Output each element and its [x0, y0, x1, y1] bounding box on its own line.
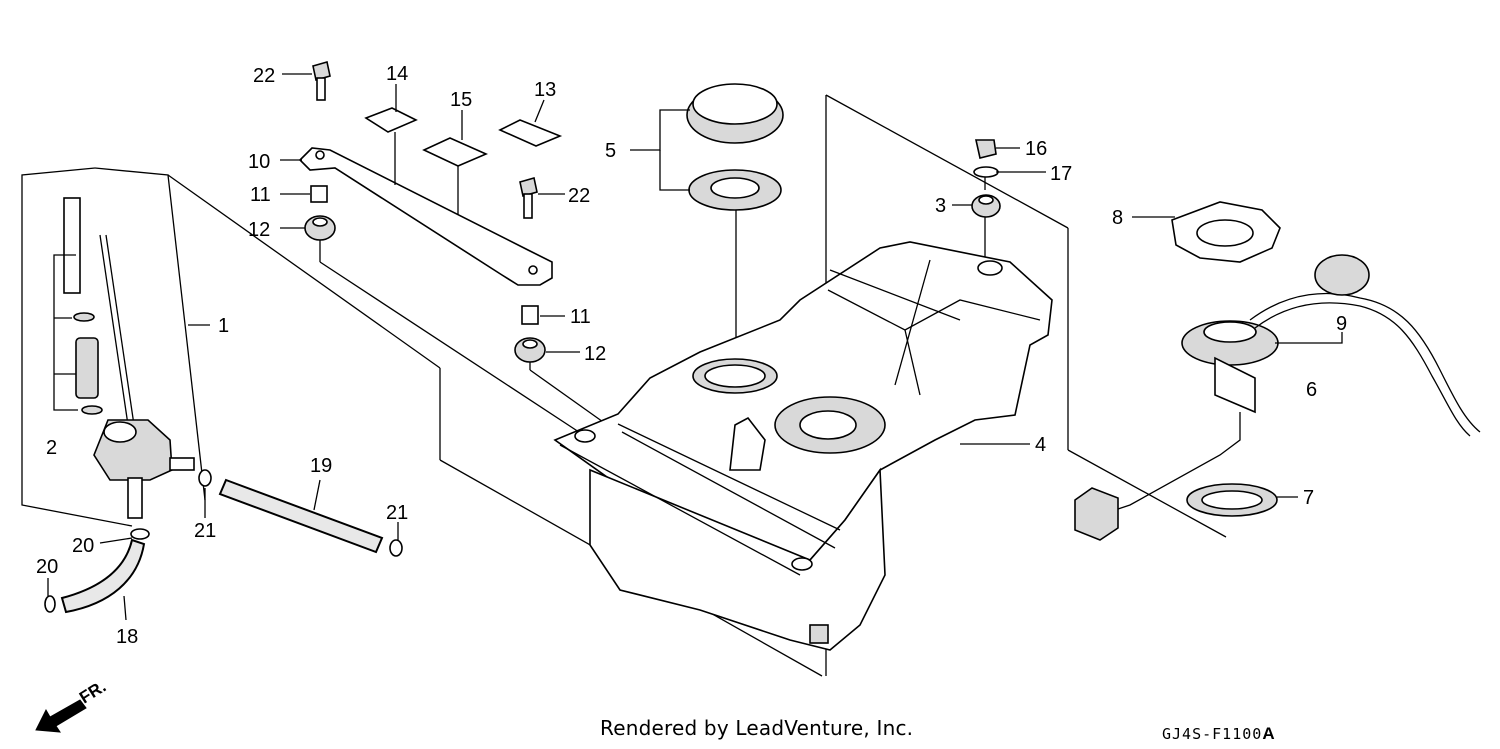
- callout-22-right: 22: [568, 185, 590, 207]
- footer-credit: Rendered by LeadVenture, Inc.: [600, 716, 914, 740]
- gauge-retainer: [1171, 201, 1281, 263]
- callout-16: 16: [1025, 138, 1047, 160]
- nut-washer-rubber: [971, 139, 1001, 218]
- tank-strap: [298, 147, 553, 286]
- fuel-tank: [553, 241, 1053, 651]
- diagram-code-text: GJ4S-F1100: [1162, 725, 1263, 743]
- callout-20-lower: 20: [36, 556, 58, 578]
- callout-leaders: [47, 73, 1343, 621]
- fuel-gauge-unit: [1074, 254, 1481, 541]
- callout-21-left: 21: [194, 520, 216, 542]
- callout-19: 19: [310, 455, 332, 477]
- fuel-hoses: [44, 469, 403, 614]
- callout-8: 8: [1112, 207, 1123, 229]
- callout-17: 17: [1050, 163, 1072, 185]
- fuel-cock: [63, 197, 195, 519]
- callout-9: 9: [1336, 313, 1347, 335]
- callout-15: 15: [450, 89, 472, 111]
- callout-12-left: 12: [248, 219, 270, 241]
- diagram-code-suffix: A: [1262, 724, 1276, 743]
- front-direction-arrow: FR.: [35, 677, 109, 733]
- callout-20-upper: 20: [72, 535, 94, 557]
- strap-parts: [304, 60, 563, 363]
- callout-11-right: 11: [570, 306, 591, 328]
- callout-13: 13: [534, 79, 556, 101]
- callout-3: 3: [935, 195, 946, 217]
- callout-2: 2: [46, 437, 57, 459]
- callout-4: 4: [1035, 434, 1046, 456]
- callout-22-top: 22: [253, 65, 275, 87]
- callout-5: 5: [605, 140, 616, 162]
- callout-6: 6: [1306, 379, 1317, 401]
- callout-12-right: 12: [584, 343, 606, 365]
- diagram-code: GJ4S-F1100A: [1162, 724, 1276, 744]
- callout-21-right: 21: [386, 502, 408, 524]
- filler-cap-assembly: [686, 83, 784, 211]
- callout-14: 14: [386, 63, 408, 85]
- callout-10: 10: [248, 151, 270, 173]
- callout-11-left: 11: [250, 184, 271, 206]
- callout-numbers: 22 14 15 13 10 11 12 22 11 12 5 16 17 3 …: [36, 63, 1347, 648]
- callout-18: 18: [116, 626, 138, 648]
- callout-1: 1: [218, 315, 229, 337]
- callout-7: 7: [1303, 487, 1314, 509]
- arrow-icon: [35, 699, 87, 733]
